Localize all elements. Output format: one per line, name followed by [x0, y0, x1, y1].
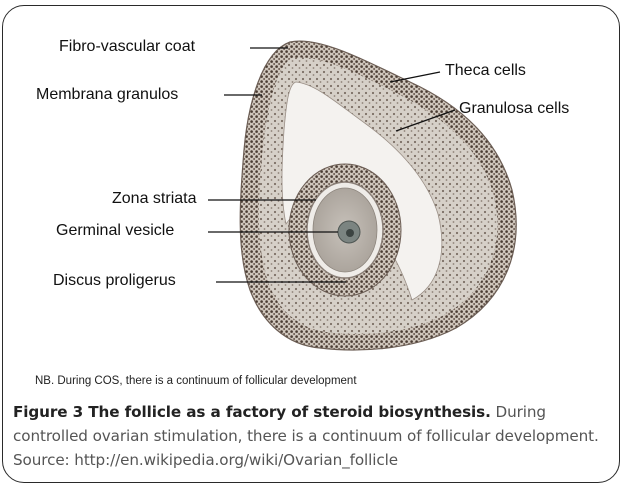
label-granulosa-cells: Granulosa cells: [459, 100, 569, 118]
follicle-illustration: [0, 0, 624, 400]
label-discus-proligerus: Discus proligerus: [53, 272, 176, 290]
nucleolus: [346, 229, 354, 237]
label-germinal-vesicle: Germinal vesicle: [56, 222, 174, 240]
label-zona-striata: Zona striata: [112, 190, 196, 208]
figure-caption: Figure 3 The follicle as a factory of st…: [13, 400, 613, 472]
label-membrana-granulos: Membrana granulos: [36, 86, 178, 104]
label-theca-cells: Theca cells: [445, 62, 526, 80]
note-text: NB. During COS, there is a continuum of …: [35, 375, 357, 387]
label-fibro-vascular-coat: Fibro-vascular coat: [59, 38, 195, 56]
caption-title: Figure 3 The follicle as a factory of st…: [13, 403, 491, 421]
